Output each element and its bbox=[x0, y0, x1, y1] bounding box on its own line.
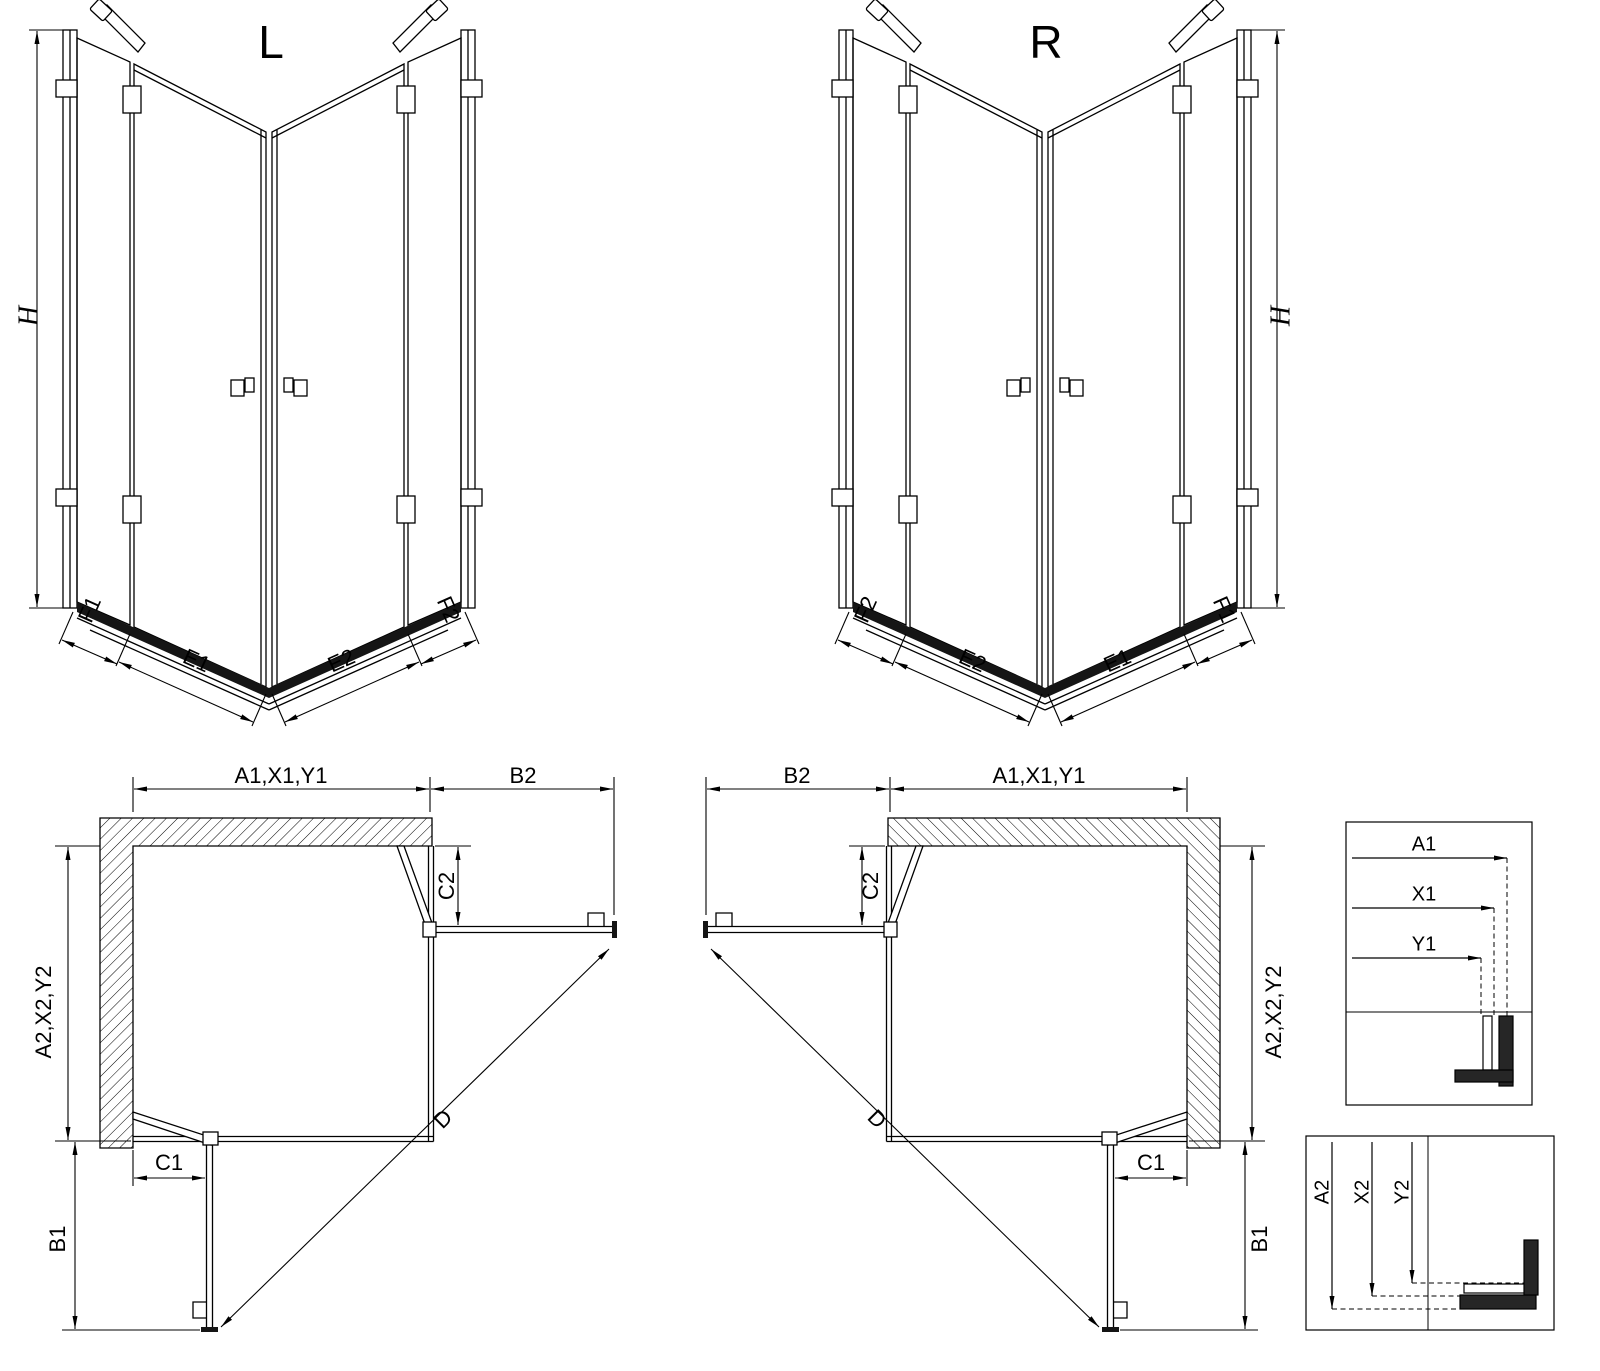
dim-label-b2-plan-right: B2 bbox=[784, 763, 811, 788]
dim-label-c2-plan-left: C2 bbox=[434, 872, 459, 900]
dim-label-h-right: H bbox=[1265, 304, 1296, 327]
dim-label-a2-detail: A2 bbox=[1311, 1180, 1333, 1204]
dim-label-a1-plan-right: A1,X1,Y1 bbox=[993, 763, 1086, 788]
detail-view-horizontal-dims bbox=[1345, 821, 1533, 1106]
dim-label-x2-detail: X2 bbox=[1351, 1180, 1373, 1204]
plan-view-left bbox=[55, 777, 617, 1332]
dim-label-b2-plan-left: B2 bbox=[510, 763, 537, 788]
wall-profile-section bbox=[1459, 1239, 1539, 1310]
dim-label-a2-plan-right: A2,X2,Y2 bbox=[1261, 966, 1286, 1059]
dim-label-d-plan-left: D bbox=[428, 1104, 457, 1133]
view-title-right: R bbox=[1029, 16, 1062, 68]
view-title-left: L bbox=[258, 16, 284, 68]
dim-label-a2-plan-left: A2,X2,Y2 bbox=[31, 966, 56, 1059]
dim-label-y2-detail: Y2 bbox=[1391, 1180, 1413, 1204]
dim-label-c1-plan-left: C1 bbox=[155, 1150, 183, 1175]
dim-label-c2-plan-right: C2 bbox=[858, 872, 883, 900]
dim-label-a1-detail: A1 bbox=[1412, 833, 1436, 855]
plan-view-right bbox=[703, 777, 1265, 1332]
dim-label-d-plan-right: D bbox=[863, 1104, 892, 1133]
dim-label-y1-detail: Y1 bbox=[1412, 933, 1436, 955]
labels: L H F1 E1 E2 F2 R H F2 E2 E1 F1 A1,X1,Y1… bbox=[13, 16, 1436, 1252]
dim-label-b1-plan-right: B1 bbox=[1247, 1226, 1272, 1253]
dim-label-a1-plan-left: A1,X1,Y1 bbox=[235, 763, 328, 788]
wall-profile-section bbox=[1454, 1015, 1514, 1087]
dim-label-x1-detail: X1 bbox=[1412, 883, 1436, 905]
dim-label-b1-plan-left: B1 bbox=[45, 1226, 70, 1253]
dim-label-c1-plan-right: C1 bbox=[1137, 1150, 1165, 1175]
dim-label-h-left: H bbox=[13, 304, 44, 327]
detail-view-vertical-dims bbox=[1305, 1135, 1555, 1331]
